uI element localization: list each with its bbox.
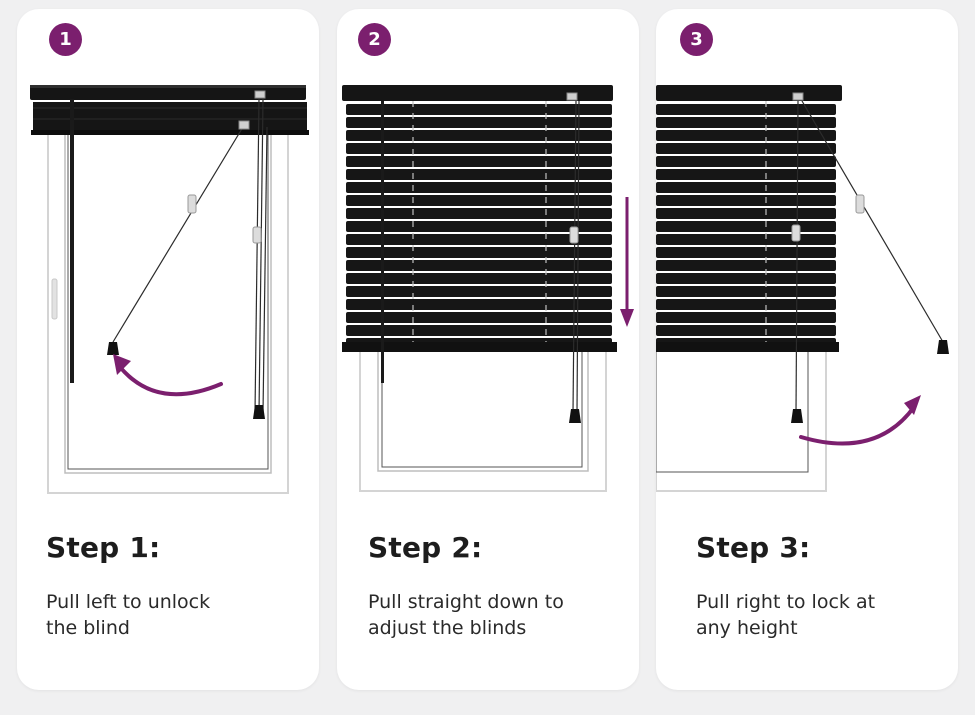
blind-slat xyxy=(656,208,836,219)
blind-slat xyxy=(656,312,836,323)
blind-illustration-3 xyxy=(656,85,949,492)
blind-slat xyxy=(656,299,836,310)
curved-arrow-right-icon xyxy=(799,395,921,446)
step-number-badge: 3 xyxy=(680,23,713,56)
step-description-line-2: any height xyxy=(696,617,798,639)
step-title: Step 3: xyxy=(696,531,811,564)
step-title: Step 2: xyxy=(368,531,483,564)
blind-slat xyxy=(656,182,836,193)
step-title: Step 1: xyxy=(46,531,161,564)
step-number-badge: 1 xyxy=(49,23,82,56)
blind-slat xyxy=(656,234,836,245)
blind-slat xyxy=(656,130,836,141)
blind-slat xyxy=(656,260,836,271)
step-description-line-1: Pull left to unlock xyxy=(46,591,211,613)
step-number-badge: 2 xyxy=(358,23,391,56)
curved-arrow-left-icon xyxy=(113,354,223,397)
step-description: Pull straight down to adjust the blinds xyxy=(368,589,608,641)
step-card-1: 1 Step 1: Pull left to unlock the blind xyxy=(17,9,319,690)
blind-slat xyxy=(656,286,836,297)
step-description: Pull left to unlock the blind xyxy=(46,589,286,641)
step-description-line-2: the blind xyxy=(46,617,130,639)
blind-slat xyxy=(656,325,836,336)
blind-illustration-2 xyxy=(342,85,617,492)
step-description-line-1: Pull right to lock at xyxy=(696,591,876,613)
blind-slat xyxy=(656,247,836,258)
arrow-down-icon xyxy=(620,197,634,327)
blind-slat xyxy=(656,169,836,180)
blind-slat xyxy=(656,143,836,154)
blind-slat xyxy=(656,104,836,115)
blind-slat xyxy=(656,195,836,206)
step-description-line-1: Pull straight down to xyxy=(368,591,564,613)
step-card-3: 3 Step 3: Pull right to lock at any heig… xyxy=(656,9,958,690)
step-description: Pull right to lock at any height xyxy=(696,589,936,641)
blind-slat xyxy=(656,156,836,167)
blind-slat xyxy=(656,117,836,128)
step-description-line-2: adjust the blinds xyxy=(368,617,527,639)
blind-slat xyxy=(656,221,836,232)
step-card-2: 2 Step 2: Pull straight down to adjust t… xyxy=(337,9,639,690)
blind-illustration-1 xyxy=(30,85,309,494)
blind-slat xyxy=(656,273,836,284)
blind-slats xyxy=(656,104,836,349)
